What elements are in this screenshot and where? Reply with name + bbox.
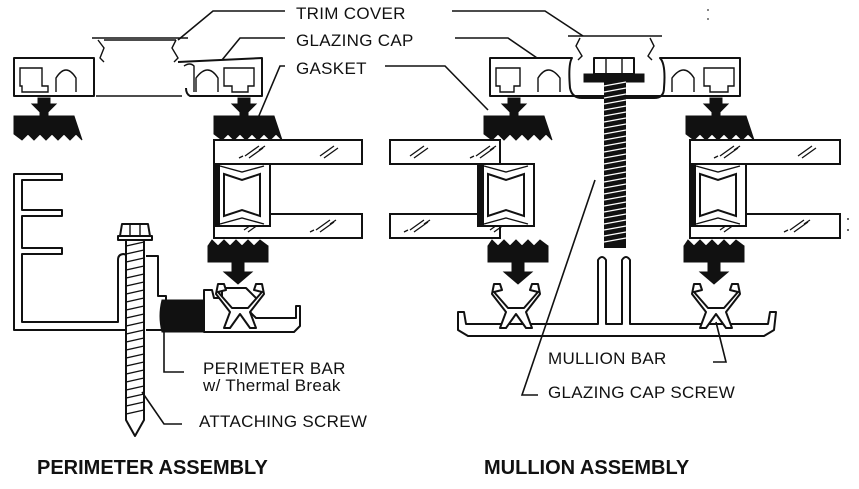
scan-speck	[707, 9, 709, 11]
leader-gasket-left	[257, 65, 285, 119]
label-trim-cover: TRIM COVER	[296, 4, 406, 23]
scan-speck	[847, 218, 849, 220]
leader-trim-cover-left	[177, 10, 285, 41]
scan-speck	[707, 18, 709, 20]
mullion-bar	[457, 256, 777, 337]
title-mullion-assembly: MULLION ASSEMBLY	[484, 457, 690, 479]
perimeter-frame	[13, 173, 129, 331]
mullion-spacer-left	[477, 163, 535, 227]
label-perimeter-bar: PERIMETER BAR	[203, 359, 346, 378]
leader-gasket-right	[385, 65, 489, 111]
perimeter-gasket-top-left	[13, 97, 83, 141]
mullion-glazing-cap	[489, 57, 741, 99]
mullion-gasket-top-right	[685, 97, 755, 141]
leader-mullion-bar	[713, 321, 728, 363]
label-gasket: GASKET	[296, 59, 367, 78]
leader-trim-cover-right	[452, 10, 584, 37]
label-attaching-screw: ATTACHING SCREW	[199, 412, 367, 431]
attaching-screw	[117, 223, 153, 437]
mullion-gasket-bottom-left	[487, 239, 549, 285]
scan-speck	[847, 229, 849, 231]
mullion-gasket-bottom-right	[683, 239, 745, 285]
perimeter-glazing-cap	[13, 57, 263, 97]
title-perimeter-assembly: PERIMETER ASSEMBLY	[37, 457, 268, 479]
perimeter-gasket-bottom	[207, 239, 269, 285]
mullion-trim-cover	[568, 35, 662, 61]
perimeter-gasket-top-right	[213, 97, 283, 141]
label-glazing-cap: GLAZING CAP	[296, 31, 414, 50]
perimeter-glass-upper	[213, 139, 363, 165]
leader-perimeter-bar	[163, 320, 184, 373]
leader-lines-top	[177, 10, 584, 119]
mullion-spacer-right	[689, 163, 747, 227]
leader-attaching-screw	[141, 391, 182, 425]
mullion-glass-upper-right	[689, 139, 841, 165]
label-thermal-break: w/ Thermal Break	[202, 376, 341, 395]
leader-glazing-cap-left	[221, 37, 285, 61]
glazing-cap-screw	[603, 81, 627, 248]
mullion-glass-upper-left	[389, 139, 501, 165]
label-mullion-bar: MULLION BAR	[548, 349, 667, 368]
mullion-assembly	[457, 35, 841, 396]
leader-glazing-cap-screw	[520, 179, 596, 396]
label-glazing-cap-screw: GLAZING CAP SCREW	[548, 383, 735, 402]
perimeter-spacer	[213, 163, 271, 227]
leader-glazing-cap-right	[455, 37, 541, 61]
perimeter-trim-cover	[92, 37, 188, 63]
perimeter-bar	[146, 255, 301, 333]
mullion-gasket-top-left	[483, 97, 553, 141]
